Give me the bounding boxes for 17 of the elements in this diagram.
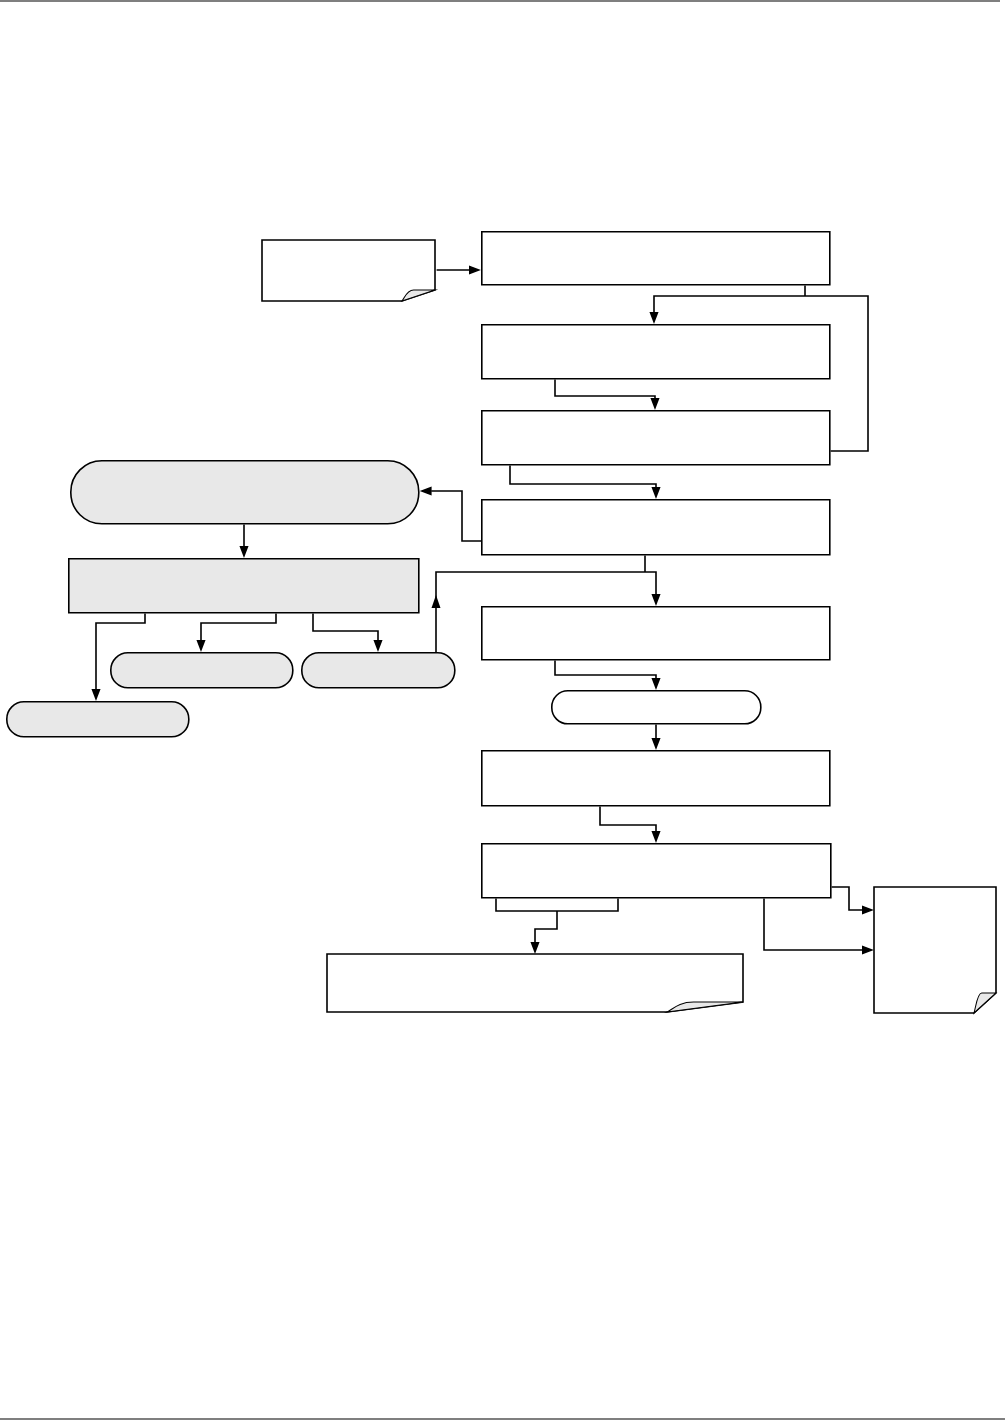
process-box — [481, 499, 831, 556]
process-box — [481, 324, 831, 380]
folded-note — [326, 953, 744, 1013]
rounded-box — [6, 701, 190, 738]
process-box — [481, 410, 831, 466]
process-box — [68, 558, 420, 614]
process-box — [481, 606, 831, 661]
rounded-box — [551, 690, 762, 725]
rounded-box — [301, 652, 456, 689]
process-box — [481, 231, 831, 286]
process-box — [481, 843, 832, 899]
process-box — [481, 750, 831, 807]
arrow — [431, 554, 661, 653]
folded-note — [873, 886, 997, 1014]
rounded-box — [110, 652, 294, 689]
arrow — [649, 284, 869, 452]
rounded-box — [70, 460, 420, 525]
